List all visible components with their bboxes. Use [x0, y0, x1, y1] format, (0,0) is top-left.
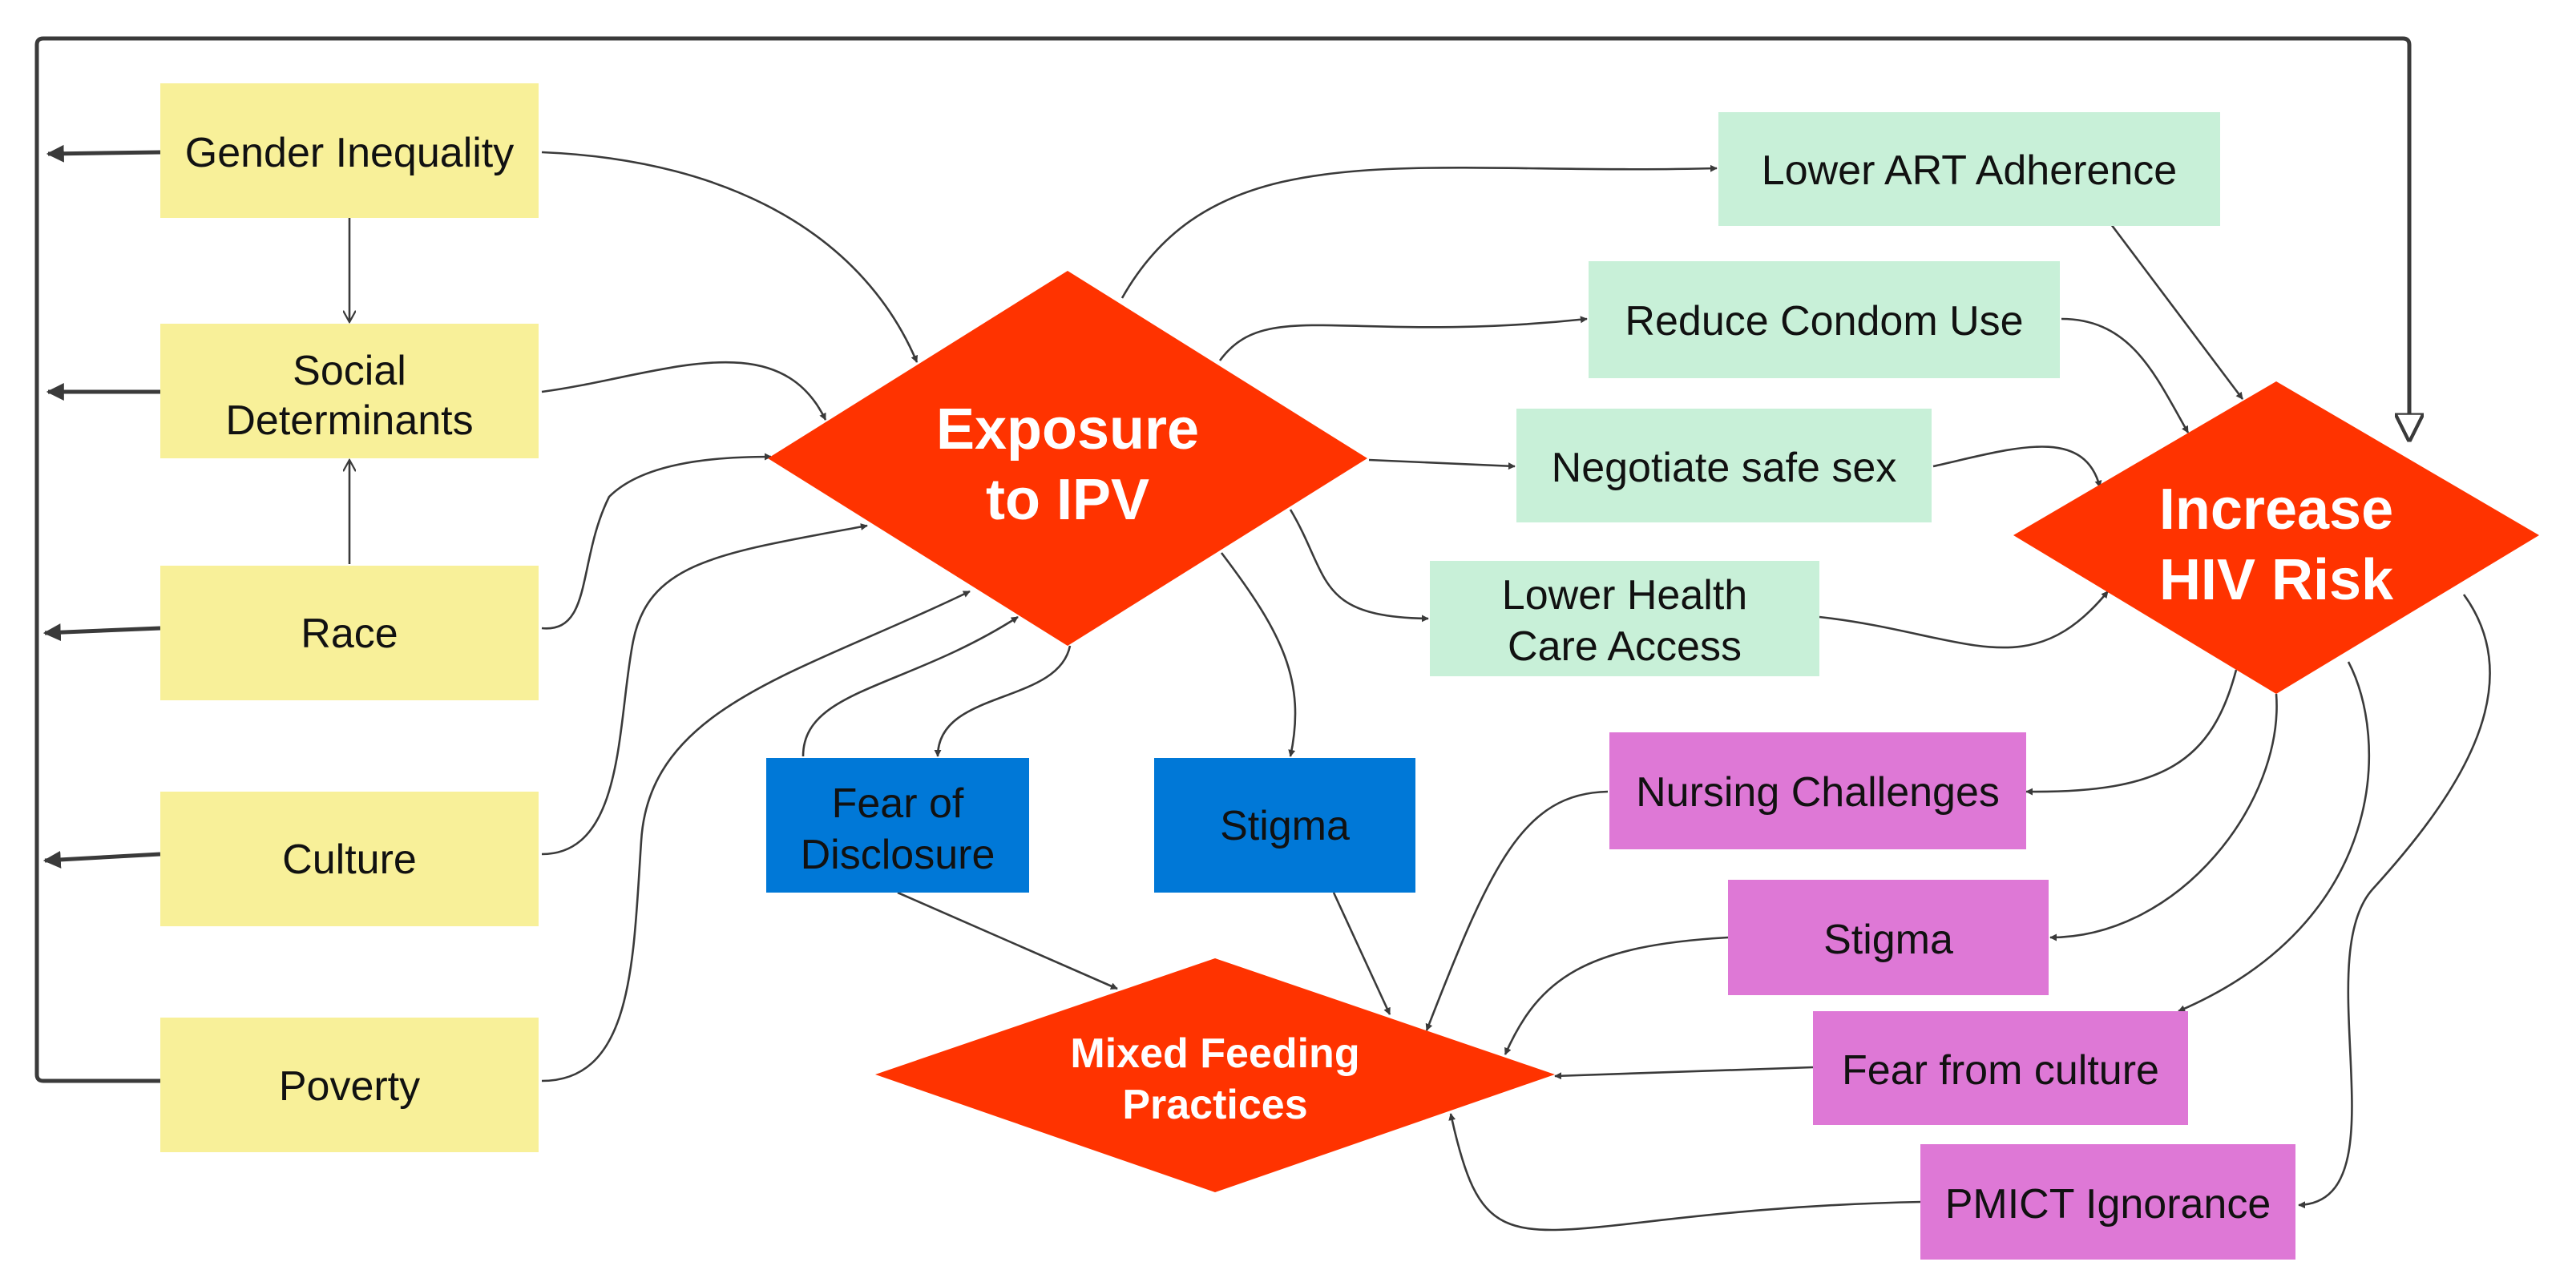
node-poverty: Poverty [160, 1018, 539, 1152]
node-label: Negotiate safe sex [1552, 445, 1897, 491]
arrow-exposure-to-art [1120, 164, 1718, 299]
node-label-line1: Increase [2159, 478, 2393, 542]
node-label-line2: Practices [1122, 1082, 1307, 1128]
arrow-art-to-hiv [2110, 224, 2244, 400]
arrow-pmict-to-mixed [1448, 1113, 1923, 1232]
node-diamond [768, 271, 1367, 646]
node-label: Poverty [279, 1063, 420, 1110]
arrow-stigmapurple-to-mixed [1504, 936, 1729, 1055]
node-mixed-feeding-practices: Mixed Feeding Practices [875, 958, 1555, 1192]
node-box [160, 324, 539, 458]
arrow-social-to-exposure [541, 361, 827, 421]
node-box [1718, 112, 2220, 226]
node-label-line2: Disclosure [801, 832, 995, 878]
node-box [1430, 561, 1819, 676]
arrow-stigmablue-to-mixed [1332, 892, 1391, 1015]
node-nursing-challenges: Nursing Challenges [1609, 732, 2026, 849]
node-diamond [875, 958, 1555, 1192]
node-label-line1: Lower Health [1502, 572, 1747, 619]
arrow-race-to-exposure [541, 453, 772, 630]
arrow-exposure-to-negotiate [1368, 458, 1516, 470]
node-label: Gender Inequality [185, 130, 515, 176]
node-fear-of-disclosure: Fear of Disclosure [766, 758, 1029, 893]
node-label-line2: to IPV [986, 468, 1149, 532]
arrow-poverty-to-exposure [541, 590, 971, 1082]
node-label: PMICT Ignorance [1945, 1181, 2271, 1228]
node-box [1589, 261, 2060, 378]
arrow-exposure-to-health [1289, 509, 1429, 623]
node-reduce-condom-use: Reduce Condom Use [1589, 261, 2060, 378]
node-diamond [2013, 381, 2539, 694]
arrow-nursing-to-mixed [1425, 790, 1609, 1031]
node-box [1920, 1144, 2295, 1260]
arrow-hiv-to-fearculture [2178, 661, 2370, 1013]
node-box [1609, 732, 2026, 849]
arrow-negotiate-to-hiv [1932, 445, 2102, 488]
node-label-line2: Care Access [1508, 623, 1742, 670]
node-box [1728, 880, 2049, 995]
node-increase-hiv-risk: Increase HIV Risk [2013, 381, 2539, 694]
arrow-hiv-to-pmict [2298, 594, 2491, 1209]
arrow-gender-to-exposure [541, 151, 919, 363]
node-label: Fear from culture [1842, 1047, 2159, 1094]
feedback-loop-frame [34, 36, 2409, 1083]
node-label: Stigma [1220, 803, 1350, 849]
node-box [1813, 1011, 2188, 1125]
node-lower-art-adherence: Lower ART Adherence [1718, 112, 2220, 226]
node-lower-health-care-access: Lower Health Care Access [1430, 561, 1819, 676]
arrow-fear-to-mixed [897, 891, 1118, 990]
node-box [160, 1018, 539, 1152]
node-label-line2: HIV Risk [2159, 548, 2394, 612]
node-culture: Culture [160, 792, 539, 926]
arrow-hiv-to-stigma [2049, 693, 2278, 941]
node-label: Stigma [1823, 917, 1953, 963]
node-label-line1: Exposure [936, 397, 1199, 462]
node-social-determinants: Social Determinants [160, 324, 539, 458]
arrow-health-to-hiv [1819, 591, 2110, 649]
arrow-fearculture-to-mixed [1554, 1066, 1814, 1080]
arrow-culture-to-frame [42, 850, 161, 869]
node-stigma-purple: Stigma [1728, 880, 2049, 995]
arrow-exposure-to-fear [934, 645, 1072, 757]
node-label: Reduce Condom Use [1625, 298, 2023, 345]
arrow-hiv-to-nursing [2025, 669, 2238, 796]
node-box [160, 792, 539, 926]
node-box [766, 758, 1029, 893]
node-gender-inequality: Gender Inequality [160, 83, 539, 218]
node-box [160, 83, 539, 218]
node-box [1516, 409, 1932, 522]
arrow-exposure-to-stigma [1220, 552, 1297, 757]
arrow-condom-to-hiv [2061, 317, 2190, 433]
node-label-line2: Determinants [225, 397, 473, 444]
node-label: Culture [282, 837, 417, 883]
node-label-line1: Mixed Feeding [1070, 1030, 1359, 1077]
arrow-culture-to-exposure [541, 523, 868, 856]
node-exposure-to-ipv: Exposure to IPV [768, 271, 1367, 646]
node-box [1154, 758, 1415, 893]
node-label: Race [301, 611, 398, 657]
node-fear-from-culture: Fear from culture [1813, 1011, 2188, 1125]
node-label: Lower ART Adherence [1762, 147, 2177, 194]
node-stigma-blue: Stigma [1154, 758, 1415, 893]
arrow-exposure-to-condom [1218, 316, 1588, 361]
arrow-gender-to-frame [46, 144, 161, 163]
node-pmict-ignorance: PMICT Ignorance [1920, 1144, 2295, 1260]
arrow-fear-to-exposure [801, 615, 1019, 757]
node-label-line1: Fear of [832, 780, 964, 827]
node-label-line1: Social [293, 348, 406, 394]
arrow-race-to-frame [42, 623, 161, 642]
node-box [160, 566, 539, 700]
node-race: Race [160, 566, 539, 700]
node-label: Nursing Challenges [1636, 769, 2000, 816]
node-negotiate-safe-sex: Negotiate safe sex [1516, 409, 1932, 522]
